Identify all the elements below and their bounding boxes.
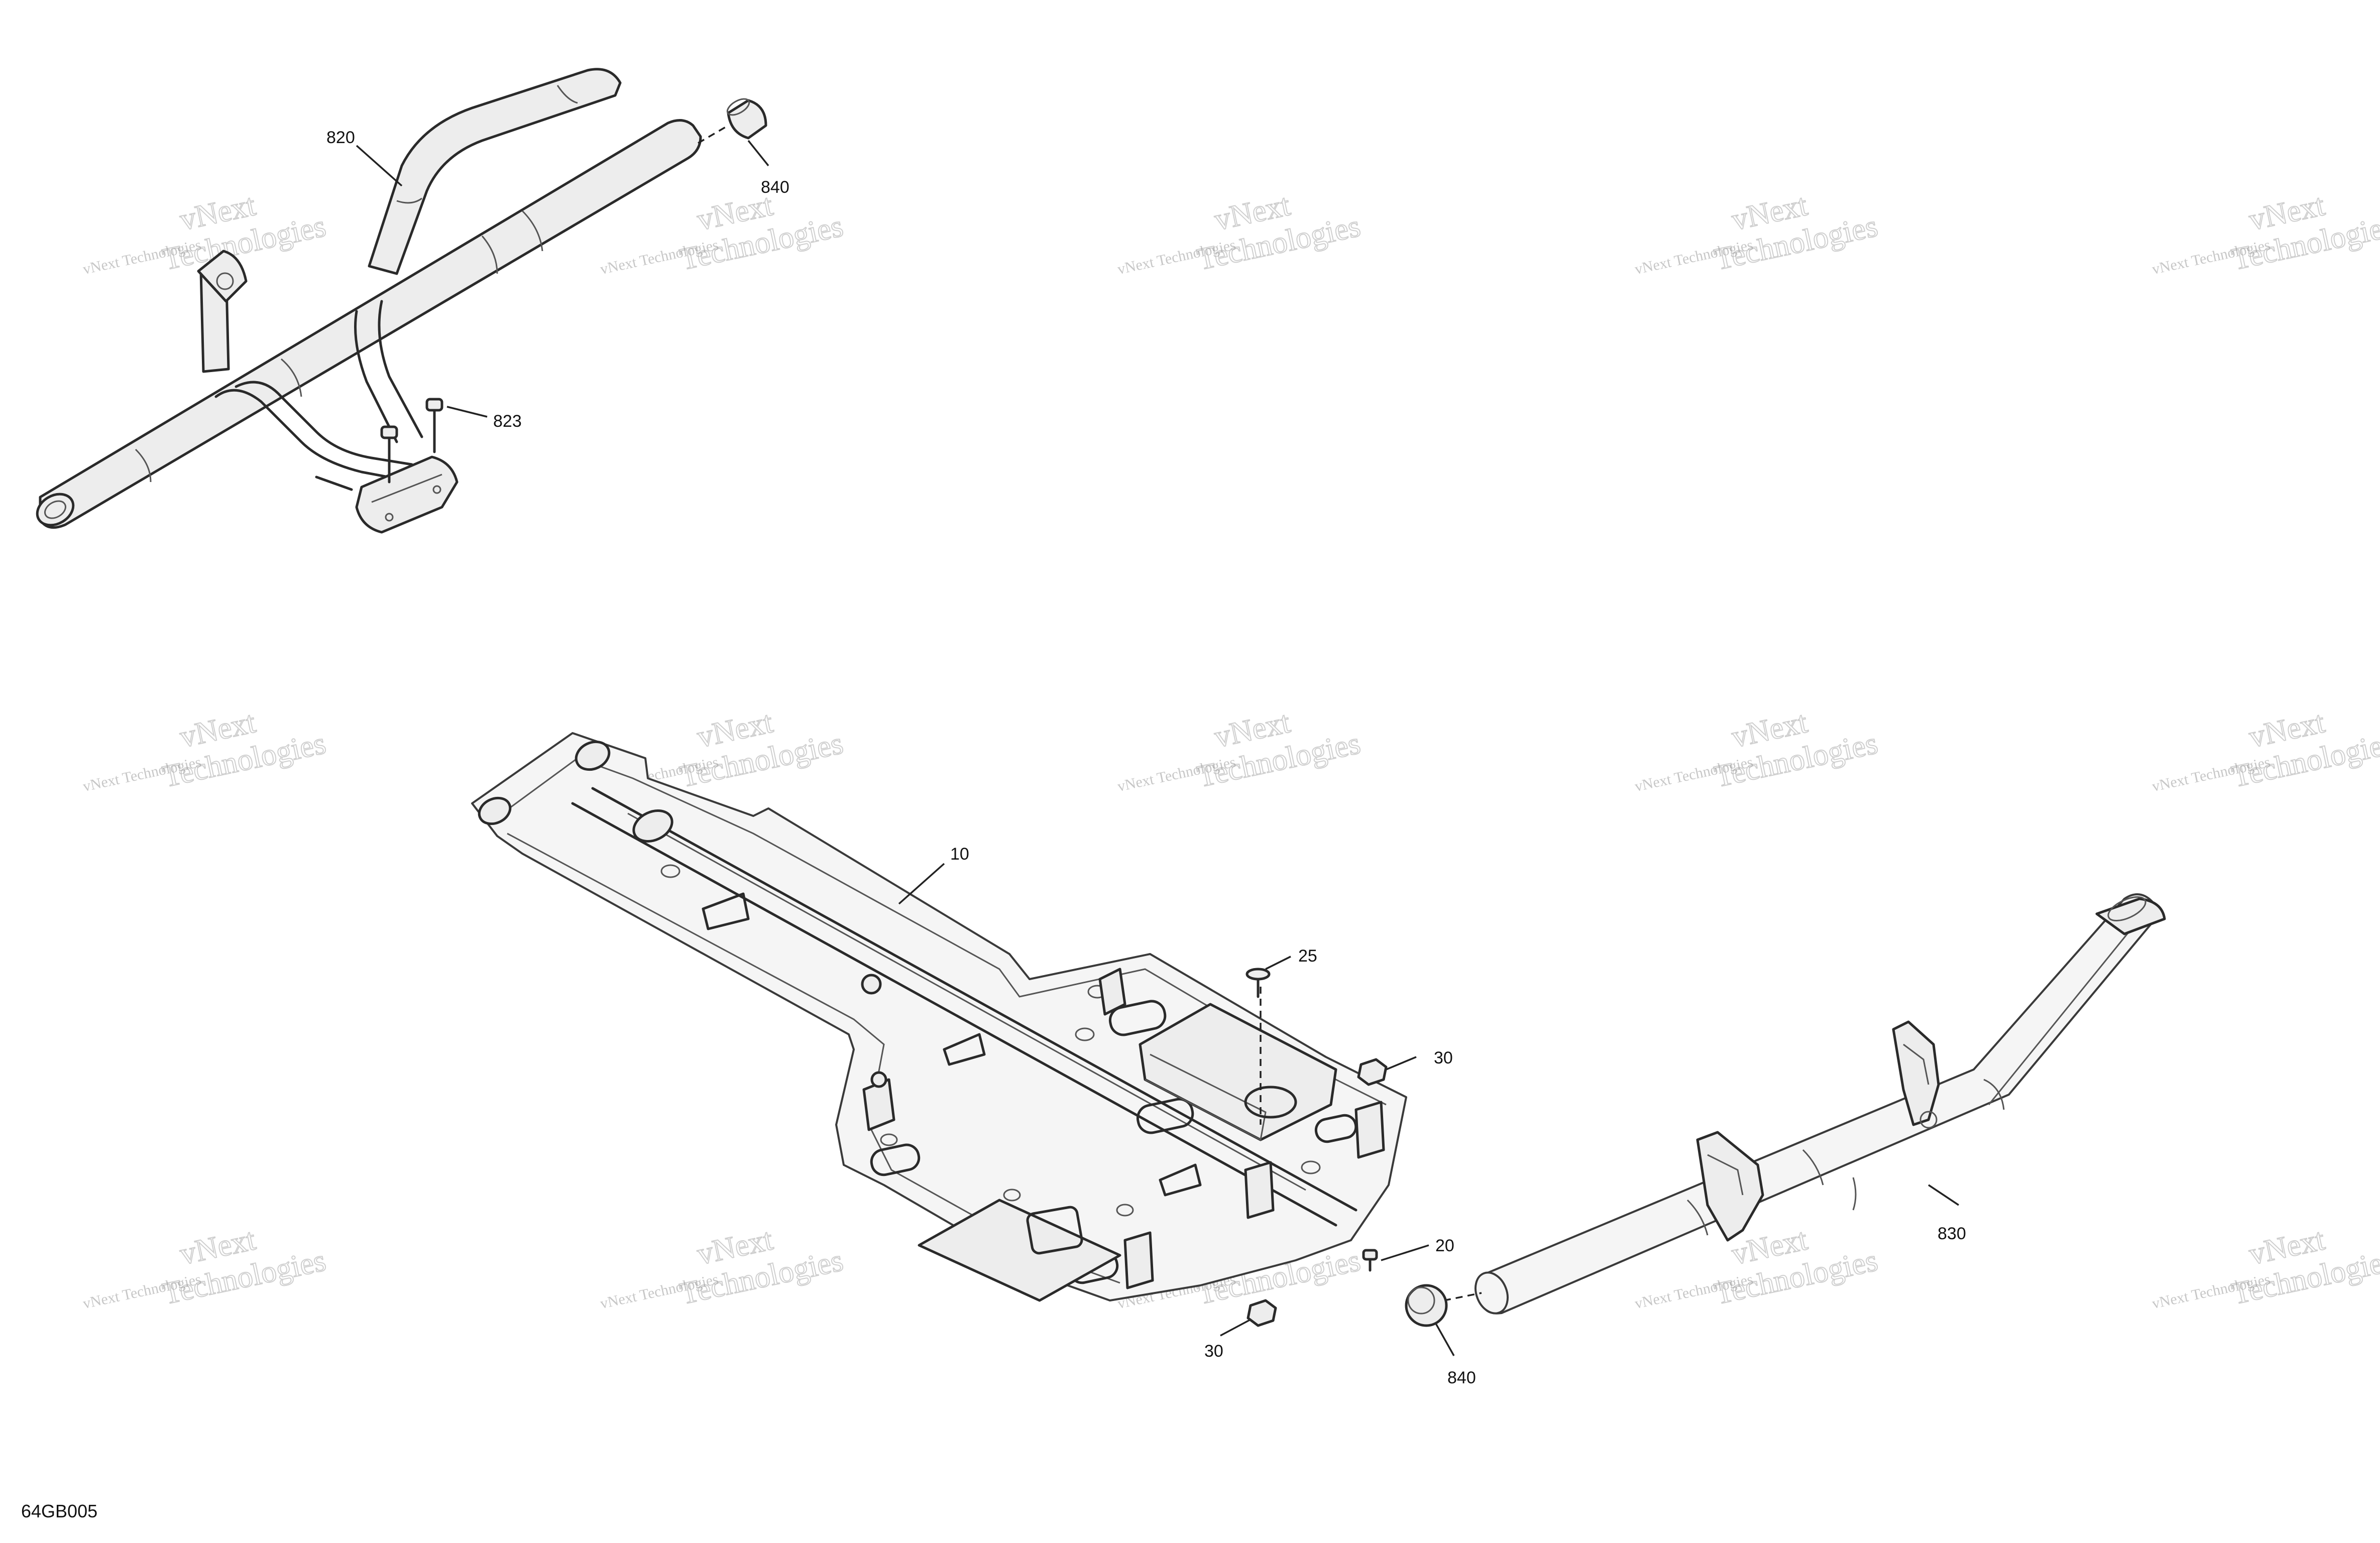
callout-30-bottom: 30 xyxy=(1204,1342,1223,1361)
callout-30-right: 30 xyxy=(1434,1048,1453,1067)
callout-840-bottom: 840 xyxy=(1447,1368,1476,1387)
callout-820: 820 xyxy=(326,128,355,147)
callout-25: 25 xyxy=(1298,946,1317,966)
nut-30-bottom xyxy=(1246,1299,1277,1327)
rear-bumper-tube-830 xyxy=(1475,893,2166,1315)
callout-10: 10 xyxy=(950,845,969,864)
callout-823: 823 xyxy=(493,412,522,431)
screw-20 xyxy=(1362,1249,1378,1272)
front-bumper-tube-820 xyxy=(36,68,767,534)
rivet-25 xyxy=(1245,968,1271,998)
nut-30-right xyxy=(1357,1058,1388,1086)
end-cap-840-bottom xyxy=(1405,1284,1448,1327)
callout-20: 20 xyxy=(1435,1236,1454,1255)
drawing-code: 64GB005 xyxy=(21,1501,97,1521)
skid-plate-10 xyxy=(471,732,1407,1302)
callout-830: 830 xyxy=(1938,1224,1966,1243)
callout-840-top: 840 xyxy=(761,178,789,197)
